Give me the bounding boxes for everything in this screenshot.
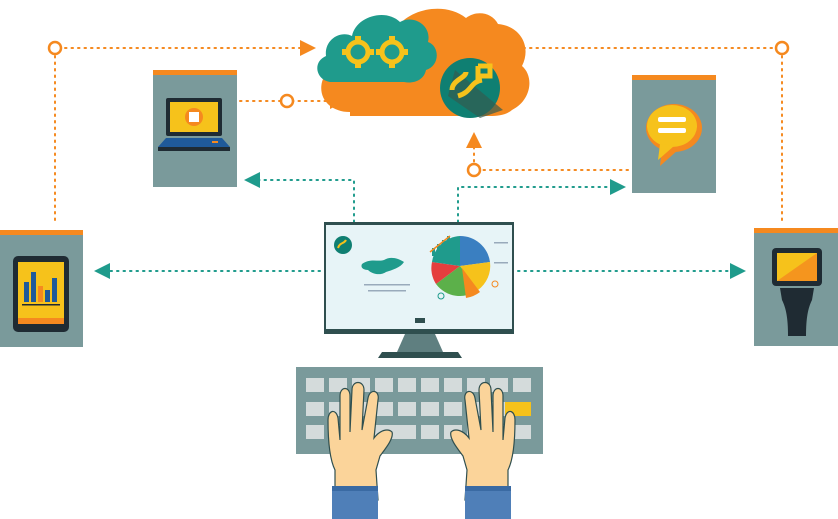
kiosk-icon (772, 248, 822, 336)
node-tablet (47, 40, 63, 56)
connector-monitor-chat (457, 179, 626, 223)
right-sleeve (465, 486, 511, 519)
chat-panel (632, 75, 716, 193)
keyboard-key (421, 402, 439, 416)
node-kiosk (774, 40, 790, 56)
keyboard-key (513, 378, 531, 392)
keyboard-key (444, 402, 462, 416)
keyboard-key (421, 425, 439, 439)
keyboard-key (513, 425, 531, 439)
keyboard-key (329, 378, 347, 392)
keyboard-key (375, 378, 393, 392)
left-sleeve (332, 486, 378, 519)
keyboard-key (398, 378, 416, 392)
cloud-icon (317, 8, 530, 118)
monitor-icon (324, 222, 514, 358)
laptop-panel (153, 70, 237, 187)
laptop-icon (158, 98, 230, 151)
keyboard-key (398, 402, 416, 416)
keyboard-key (444, 378, 462, 392)
keyboard-key (306, 425, 324, 439)
keyboard-key (375, 402, 393, 416)
connector-monitor-laptop (244, 172, 355, 223)
kiosk-panel (754, 228, 838, 346)
tablet-panel (0, 230, 83, 347)
connector-nodes (47, 40, 790, 178)
keyboard-key (421, 378, 439, 392)
keyboard-key (490, 378, 508, 392)
brand-logo-icon (440, 58, 503, 118)
screen-pie-chart (431, 235, 491, 298)
connector-chat-cloud (466, 132, 629, 171)
node-chat (466, 162, 482, 178)
gears-cloud (317, 14, 437, 83)
chat-bubble-icon (646, 104, 702, 166)
tablet-chart-icon (13, 256, 69, 332)
typing-hands-icon (327, 381, 516, 519)
node-laptop (279, 93, 295, 109)
keyboard-key (306, 378, 324, 392)
keyboard-key (306, 402, 324, 416)
